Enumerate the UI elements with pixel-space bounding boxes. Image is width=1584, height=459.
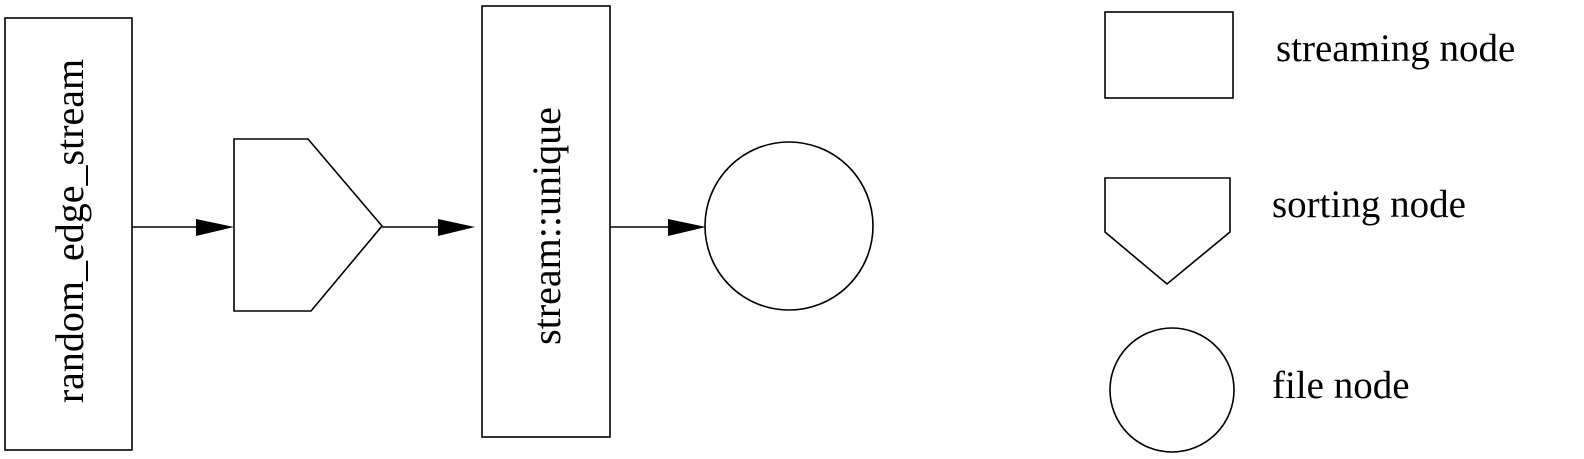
legend-streaming: streaming node (1104, 11, 1515, 99)
edge-unique-to-file (610, 219, 706, 236)
unique-streaming-node: stream::unique (481, 5, 611, 438)
edge-sorter-to-unique (382, 219, 475, 236)
unique-node-box (481, 5, 611, 438)
legend-streaming-swatch (1104, 11, 1234, 99)
arrowhead (668, 219, 706, 236)
arrowhead (196, 219, 234, 236)
legend-file-swatch (1109, 327, 1235, 453)
sorting-node (233, 138, 384, 312)
legend: streaming node sorting node file node (1104, 11, 1515, 453)
legend-sorting: sorting node (1104, 177, 1466, 286)
source-node-label: random_edge_stream (47, 59, 92, 403)
source-streaming-node: random_edge_stream (4, 17, 133, 451)
arrowhead (438, 219, 475, 236)
legend-sorting-label: sorting node (1272, 183, 1466, 226)
legend-file: file node (1109, 327, 1410, 453)
legend-file-label: file node (1272, 364, 1410, 407)
edge-source-to-sorter (132, 219, 234, 236)
source-node-box (4, 17, 133, 451)
file-node (704, 141, 874, 311)
legend-streaming-label: streaming node (1276, 27, 1515, 70)
legend-sorting-swatch (1104, 177, 1231, 286)
unique-node-label: stream::unique (524, 107, 569, 345)
